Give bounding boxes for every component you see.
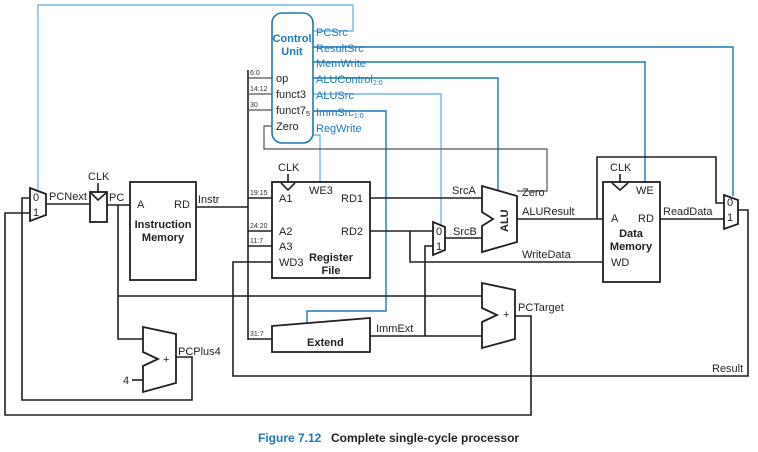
dm-clk-label: CLK <box>610 162 632 174</box>
funct7-label: funct75 <box>276 105 310 118</box>
readdata-label: ReadData <box>663 206 713 218</box>
writedata-label: WriteData <box>522 249 572 261</box>
pc-register <box>89 191 108 223</box>
result-mux-in1: 1 <box>727 212 733 224</box>
rf-rd1-label: RD1 <box>341 193 363 205</box>
resultsrc-wire <box>313 46 734 196</box>
imem-name-2: Memory <box>142 232 185 244</box>
pcsrc-wire <box>37 4 354 190</box>
imem-name-1: Instruction <box>135 219 192 231</box>
pcsrc-label: PCSrc <box>316 27 348 39</box>
pctarget-label: PCTarget <box>518 302 564 314</box>
rf-clk-label: CLK <box>278 162 300 174</box>
dm-rd-label: RD <box>638 213 654 225</box>
aluresult-label: ALUResult <box>522 206 575 218</box>
dm-clock-edge-icon <box>611 182 629 192</box>
srca-label: SrcA <box>452 185 477 197</box>
pcnext-label: PCNext <box>49 191 87 203</box>
pc-label: PC <box>109 192 124 204</box>
rf-a3-label: A3 <box>279 241 292 253</box>
immsrc-label: ImmSrc1:0 <box>316 107 364 120</box>
op-label: op <box>276 73 288 85</box>
figure-caption: Complete single-cycle processor <box>331 431 519 445</box>
zero-wire <box>263 125 548 192</box>
srcb-mux <box>432 220 446 257</box>
alu-label: ALU <box>499 209 511 232</box>
control-unit-title-2: Unit <box>281 46 303 58</box>
pc-clock-edge-icon <box>90 192 107 202</box>
alu <box>481 184 518 254</box>
rf-name-2: File <box>322 265 341 277</box>
zero-label: Zero <box>522 187 545 199</box>
alucontrol-wire <box>313 77 499 193</box>
pc-target-adder <box>481 281 516 350</box>
pc-mux-in0: 0 <box>33 192 39 204</box>
alucontrol-label: ALUControl2:0 <box>316 74 383 87</box>
regwrite-wire <box>310 134 321 184</box>
extend-unit <box>271 317 371 353</box>
pctarget-wire <box>4 212 532 416</box>
rf-a1-label: A1 <box>279 193 292 205</box>
result-mux <box>723 193 739 231</box>
immext-to-srcb-wire <box>424 245 433 336</box>
pc-plus4-adder <box>142 325 177 394</box>
imem-rd-label: RD <box>174 199 190 211</box>
alusrc-wire <box>313 93 442 225</box>
funct3-label: funct3 <box>276 89 306 101</box>
result-label: Result <box>712 363 743 375</box>
control-unit-title-1: Control <box>272 33 311 45</box>
memwrite-label: MemWrite <box>316 58 366 70</box>
dm-name-1: Data <box>619 228 644 240</box>
figure-number: Figure 7.12 <box>258 431 322 445</box>
pcplus4-wire <box>21 197 193 401</box>
dm-a-label: A <box>611 213 619 225</box>
bits-a1: 19:15 <box>250 190 268 197</box>
pc-mux-in1: 1 <box>33 207 39 219</box>
pcplus4-label: PCPlus4 <box>178 346 221 358</box>
target-adder-op: + <box>503 309 509 321</box>
immsrc-wire <box>306 110 387 326</box>
bits-a2: 24:20 <box>250 223 268 230</box>
const-4: 4 <box>123 375 129 387</box>
memwrite-wire <box>313 61 646 186</box>
instruction-memory <box>129 181 197 281</box>
result-mux-in0: 0 <box>727 197 733 209</box>
srcb-mux-in1: 1 <box>436 241 442 253</box>
rf-wd3-label: WD3 <box>279 257 303 269</box>
aluresult-bypass-wire <box>596 156 724 219</box>
bits-op: 6:0 <box>250 70 260 77</box>
extend-label: Extend <box>307 337 344 349</box>
rf-rd2-label: RD2 <box>341 226 363 238</box>
rf-name-1: Register <box>309 252 354 264</box>
srcb-mux-in0: 0 <box>436 226 442 238</box>
bits-funct7: 30 <box>250 102 258 109</box>
bits-funct3: 14:12 <box>250 86 268 93</box>
instr-label: Instr <box>198 194 220 206</box>
rf-we3-label: WE3 <box>309 185 333 197</box>
resultsrc-label: ResultSrc <box>316 43 364 55</box>
dm-we-label: WE <box>636 185 654 197</box>
zero-input-label: Zero <box>276 121 299 133</box>
register-file <box>271 181 371 279</box>
imem-a-label: A <box>137 199 145 211</box>
data-memory <box>602 181 661 283</box>
alusrc-label: ALUSrc <box>316 90 354 102</box>
srcb-label: SrcB <box>453 226 477 238</box>
result-wire <box>232 209 749 377</box>
regwrite-label: RegWrite <box>316 123 362 135</box>
dm-name-2: Memory <box>610 241 653 253</box>
writedata-wire <box>409 231 603 263</box>
pc-clk-label: CLK <box>88 171 110 183</box>
immext-label: ImmExt <box>376 323 413 335</box>
pc-mux <box>29 186 47 223</box>
bits-ext: 31:7 <box>250 331 264 338</box>
pc-adder-op: + <box>163 354 169 366</box>
dm-wd-label: WD <box>611 257 629 269</box>
rf-clock-edge-icon <box>280 182 296 192</box>
rf-a2-label: A2 <box>279 226 292 238</box>
bits-a3: 11:7 <box>250 238 263 245</box>
pc-branch-wire <box>117 205 143 340</box>
